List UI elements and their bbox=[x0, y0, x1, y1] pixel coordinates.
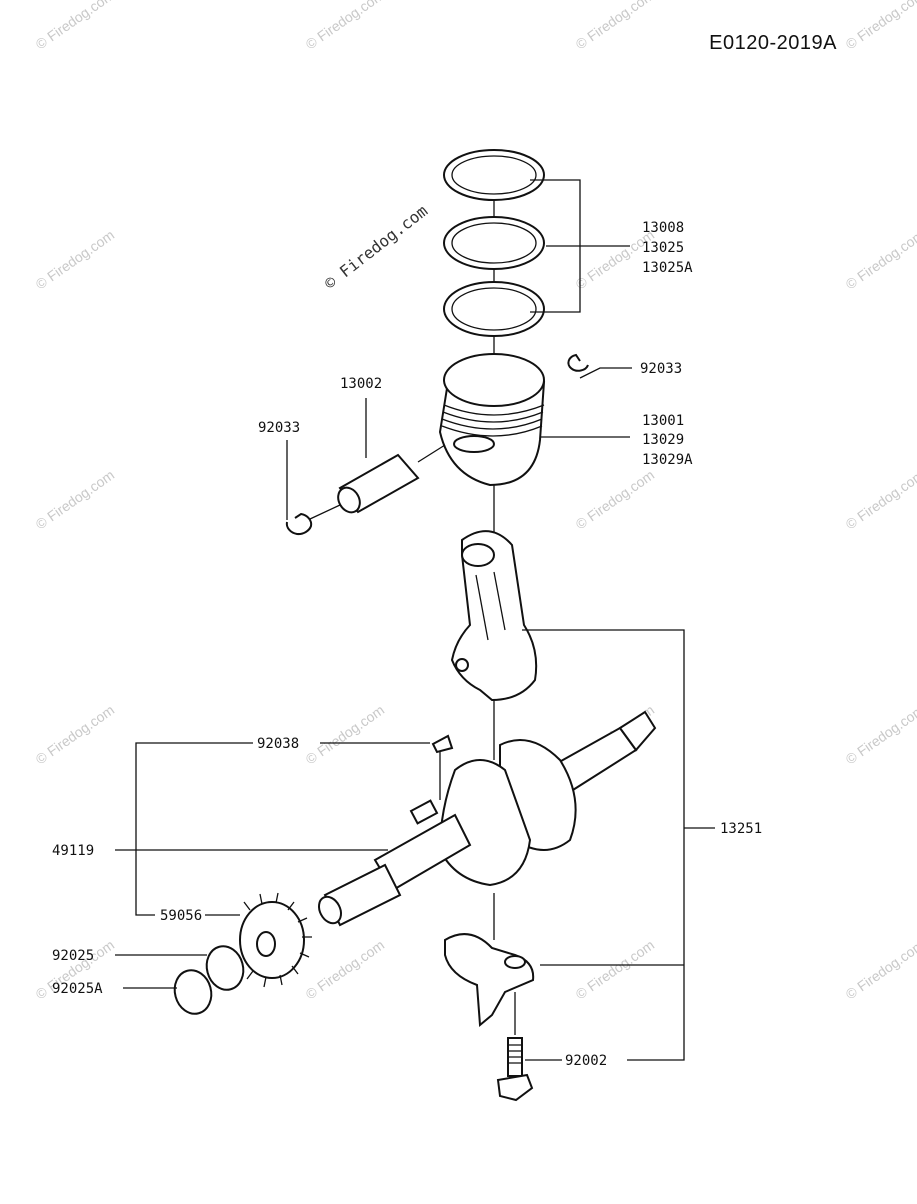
watermark: © Firedog.com bbox=[573, 0, 658, 52]
timing-gear bbox=[239, 892, 312, 988]
rod-cap bbox=[444, 933, 535, 1035]
rod-cap-body bbox=[444, 933, 535, 1028]
piston-ring bbox=[443, 149, 545, 201]
part-number-label: 92033 bbox=[258, 420, 300, 436]
piston-ring-inner bbox=[451, 155, 537, 195]
leader-ring-set bbox=[530, 179, 630, 313]
piston-body bbox=[438, 381, 546, 487]
watermark: © Firedog.com bbox=[303, 702, 388, 768]
part-number-label: 13008 bbox=[642, 220, 684, 236]
piston-clip-left bbox=[285, 512, 312, 535]
rod-cap-bolt-hole bbox=[504, 955, 526, 969]
part-number-label: 13029 bbox=[642, 432, 684, 448]
crankshaft bbox=[317, 710, 657, 927]
part-number-label: 92002 bbox=[565, 1053, 607, 1069]
callout-labels: 13008 13025 13025A 92033 13002 92033 130… bbox=[52, 220, 762, 1069]
leader-clip-right bbox=[579, 367, 632, 379]
piston-grooves bbox=[441, 404, 545, 437]
bolt-head bbox=[496, 1073, 534, 1102]
watermark: © Firedog.com bbox=[33, 467, 118, 533]
piston-pin-axis bbox=[309, 444, 446, 520]
shim-alt bbox=[173, 969, 213, 1015]
part-number-label: 13002 bbox=[340, 376, 382, 392]
connecting-rod-body bbox=[450, 530, 538, 702]
piston-ring bbox=[443, 216, 545, 270]
leader-lines bbox=[115, 179, 715, 1061]
bolt-thread bbox=[508, 1044, 522, 1064]
rod-web bbox=[475, 571, 506, 641]
piston-pin bbox=[309, 444, 446, 520]
part-number-label: 92025 bbox=[52, 948, 94, 964]
part-number-label: 13025A bbox=[642, 260, 693, 276]
watermark: © Firedog.com bbox=[303, 937, 388, 1003]
connecting-rod bbox=[450, 530, 538, 702]
leader-rod-assy bbox=[522, 629, 715, 1061]
piston-pin-boss bbox=[453, 435, 495, 453]
piston-ring-inner bbox=[451, 222, 537, 264]
watermark: © Firedog.com bbox=[303, 0, 388, 52]
watermark: © Firedog.com bbox=[321, 201, 431, 293]
watermark: © Firedog.com bbox=[33, 702, 118, 768]
piston-crown bbox=[443, 353, 545, 407]
document-code: E0120-2019A bbox=[709, 32, 837, 54]
watermark: © Firedog.com bbox=[843, 467, 917, 533]
watermark: © Firedog.com bbox=[843, 0, 917, 52]
watermark: © Firedog.com bbox=[573, 467, 658, 533]
piston bbox=[438, 353, 546, 487]
piston-ring-set bbox=[443, 149, 545, 337]
piston-clip-right bbox=[567, 353, 589, 372]
part-number-label: 13025 bbox=[642, 240, 684, 256]
rod-bolt bbox=[496, 1037, 534, 1102]
watermark: © Firedog.com bbox=[573, 937, 658, 1003]
part-number-label: 92025A bbox=[52, 981, 103, 997]
gear-teeth bbox=[243, 892, 312, 988]
part-number-label: 49119 bbox=[52, 843, 94, 859]
shim bbox=[205, 945, 245, 991]
woodruff-key bbox=[431, 734, 454, 754]
piston-pin-end bbox=[337, 486, 361, 514]
part-number-label: 13001 bbox=[642, 413, 684, 429]
piston-ring-inner bbox=[451, 287, 537, 331]
part-number-label: 13029A bbox=[642, 452, 693, 468]
watermark: © Firedog.com bbox=[843, 702, 917, 768]
watermark: © Firedog.com bbox=[843, 227, 917, 293]
part-number-label: 92033 bbox=[640, 361, 682, 377]
crank-end-face bbox=[317, 895, 343, 925]
watermark: © Firedog.com bbox=[33, 0, 118, 52]
gear-bore bbox=[256, 931, 276, 957]
piston-ring bbox=[443, 281, 545, 337]
crank-keyway-block bbox=[409, 799, 439, 825]
watermark: © Firedog.com bbox=[33, 227, 118, 293]
part-number-label: 59056 bbox=[160, 908, 202, 924]
watermark: © Firedog.com bbox=[843, 937, 917, 1003]
leader-key bbox=[135, 742, 430, 916]
rod-bolt-hole bbox=[455, 658, 469, 672]
part-number-label: 13251 bbox=[720, 821, 762, 837]
rod-small-end bbox=[461, 543, 495, 567]
crank-shaft-tip bbox=[618, 710, 657, 752]
part-number-label: 92038 bbox=[257, 736, 299, 752]
